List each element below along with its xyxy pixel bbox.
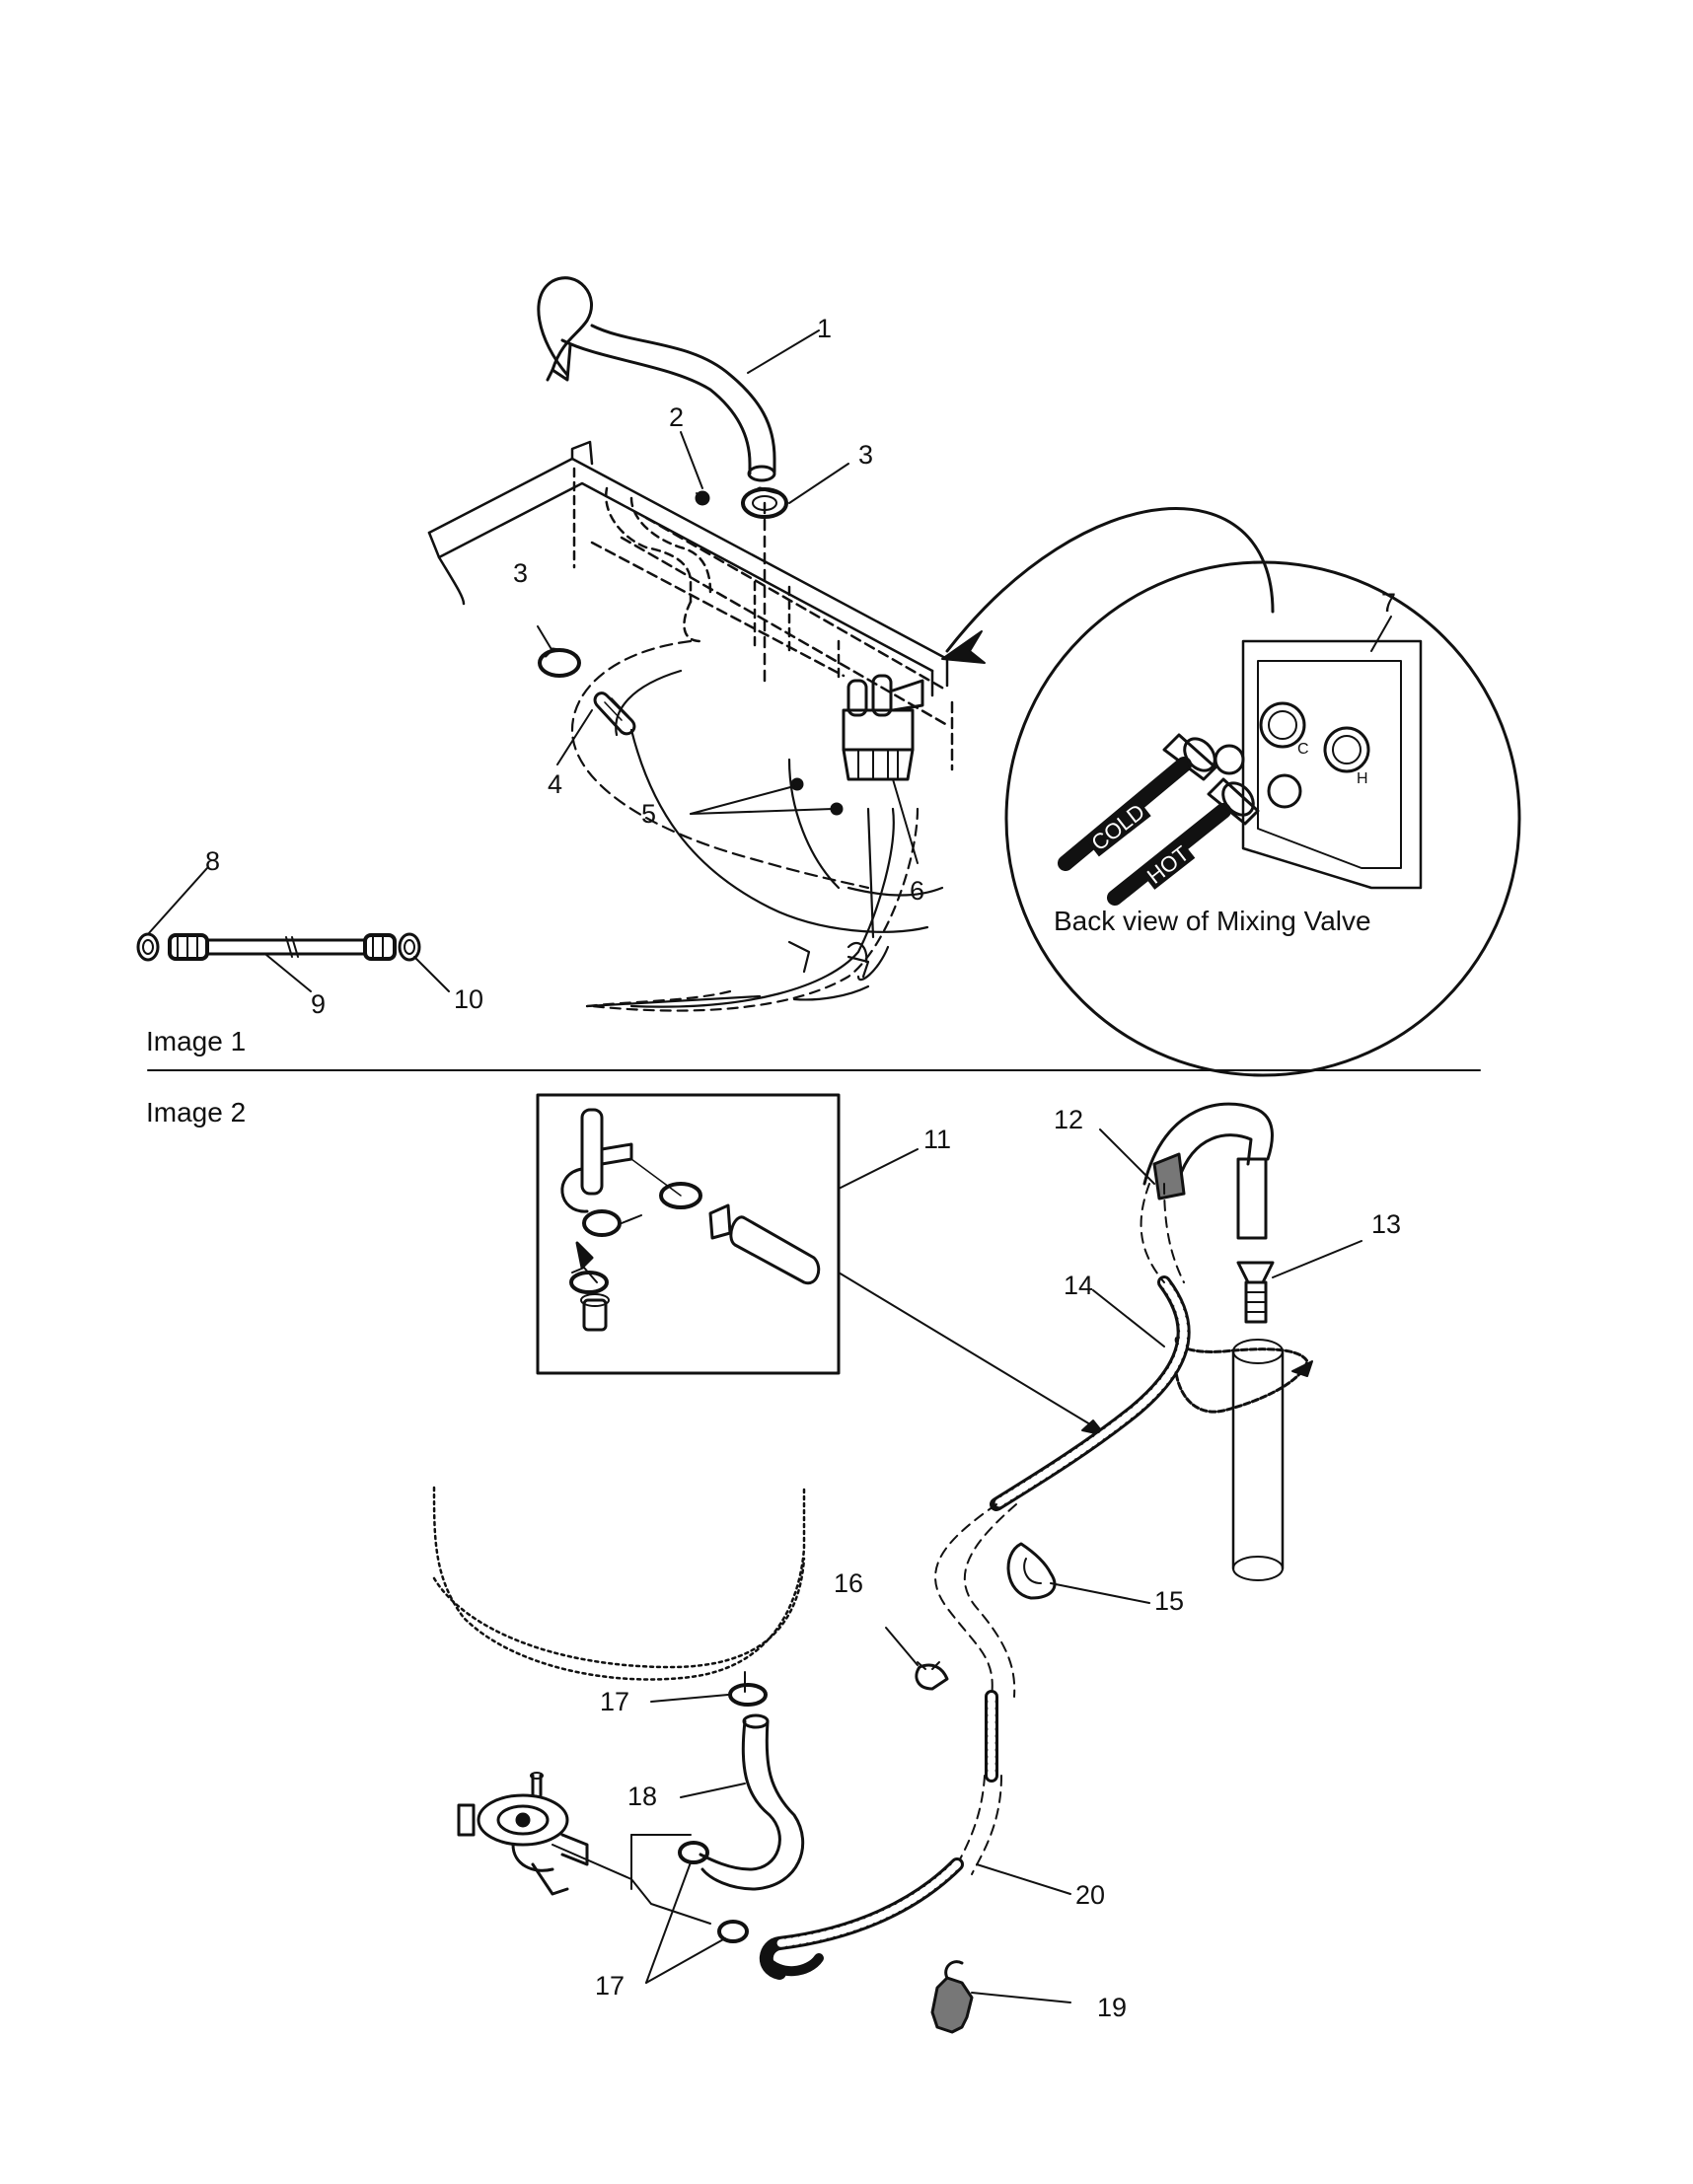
inlet-hose-part-9: [136, 932, 421, 962]
callout-1: 1: [817, 314, 833, 343]
clamp-part-3-lower: [538, 647, 581, 678]
pump: [457, 1772, 711, 1925]
drain-hose: [759, 1183, 1191, 1980]
leader-4: [556, 709, 593, 765]
inset-caption: Back view of Mixing Valve: [1054, 906, 1371, 936]
callout-5: 5: [641, 799, 657, 829]
leader-9: [265, 954, 312, 992]
hose-part-18: [699, 1713, 805, 1891]
leader-7: [1370, 616, 1392, 652]
screen-part-4: [593, 692, 636, 736]
leader-11: [838, 1148, 919, 1190]
callout-9: 9: [311, 989, 327, 1019]
leader-8: [147, 867, 208, 935]
leader-17a: [645, 1861, 692, 1984]
callout-3-lower: 3: [513, 558, 529, 588]
cabinet-frame: [427, 440, 954, 771]
leader-2: [680, 431, 703, 489]
leader-13: [1272, 1240, 1362, 1278]
valve-c-label: C: [1297, 741, 1309, 758]
leader-3-upper: [788, 463, 849, 504]
callout-2: 2: [669, 402, 685, 432]
callout-4: 4: [548, 769, 563, 799]
clip-part-15: [1006, 1542, 1057, 1600]
callout-14: 14: [1064, 1271, 1094, 1300]
leader-20: [976, 1863, 1071, 1895]
clamp-part-17-top: [728, 1683, 768, 1707]
screw-part-2: [695, 490, 710, 506]
leader-15: [1050, 1582, 1150, 1604]
callout-6: 6: [910, 876, 925, 906]
valve-h-label: H: [1357, 770, 1368, 787]
leader-19: [971, 1992, 1071, 2003]
callout-10: 10: [454, 984, 484, 1014]
leader-14: [1092, 1289, 1165, 1347]
leader-12: [1099, 1128, 1155, 1185]
leader-10: [413, 956, 450, 992]
leader-5a: [690, 785, 795, 815]
leader-18: [680, 1783, 746, 1798]
callout-12: 12: [1054, 1105, 1084, 1134]
clamp-part-17-low: [717, 1920, 749, 1943]
callout-20: 20: [1075, 1880, 1106, 1910]
leader-6: [892, 778, 919, 864]
callout-17-top: 17: [600, 1687, 630, 1716]
callout-8: 8: [205, 846, 221, 876]
leader-1: [747, 329, 820, 374]
hose-guide-part-12: [1142, 1102, 1274, 1240]
image1-heading: Image 1: [146, 1026, 247, 1056]
fitting-part-13: [1236, 1261, 1275, 1324]
tub-bottom: [432, 1486, 806, 1693]
leader-16: [885, 1627, 919, 1666]
image2-heading: Image 2: [146, 1097, 247, 1128]
fill-hose-part-1: [537, 276, 776, 482]
leader-17-top: [650, 1694, 729, 1703]
callout-18: 18: [627, 1782, 658, 1811]
leader-17b: [645, 1937, 726, 1984]
clip-part-19: [930, 1960, 974, 2034]
callout-11: 11: [923, 1125, 952, 1154]
callout-16: 16: [834, 1568, 864, 1598]
callout-3-upper: 3: [858, 440, 874, 470]
leader-5b: [690, 808, 834, 815]
callout-7: 7: [1381, 588, 1397, 618]
standpipe: [1231, 1339, 1285, 1581]
clip-part-16: [915, 1661, 949, 1691]
inset-arrow: [945, 507, 1275, 653]
clamp-part-3-upper: [741, 486, 788, 519]
mixing-valve-part-6: [842, 674, 924, 781]
callout-17-bottom: 17: [595, 1971, 626, 2001]
callout-13: 13: [1371, 1209, 1402, 1239]
clamp-part-17-mid: [678, 1841, 709, 1864]
callout-15: 15: [1154, 1586, 1185, 1616]
leader-3-lower: [537, 625, 553, 652]
drain-kit-part-11: [536, 1093, 841, 1375]
mixing-valve-inset: [1004, 560, 1521, 1077]
leader-11-arrow: [838, 1272, 1101, 1431]
tub-outline: [570, 639, 944, 1012]
callout-19: 19: [1097, 1993, 1128, 2022]
